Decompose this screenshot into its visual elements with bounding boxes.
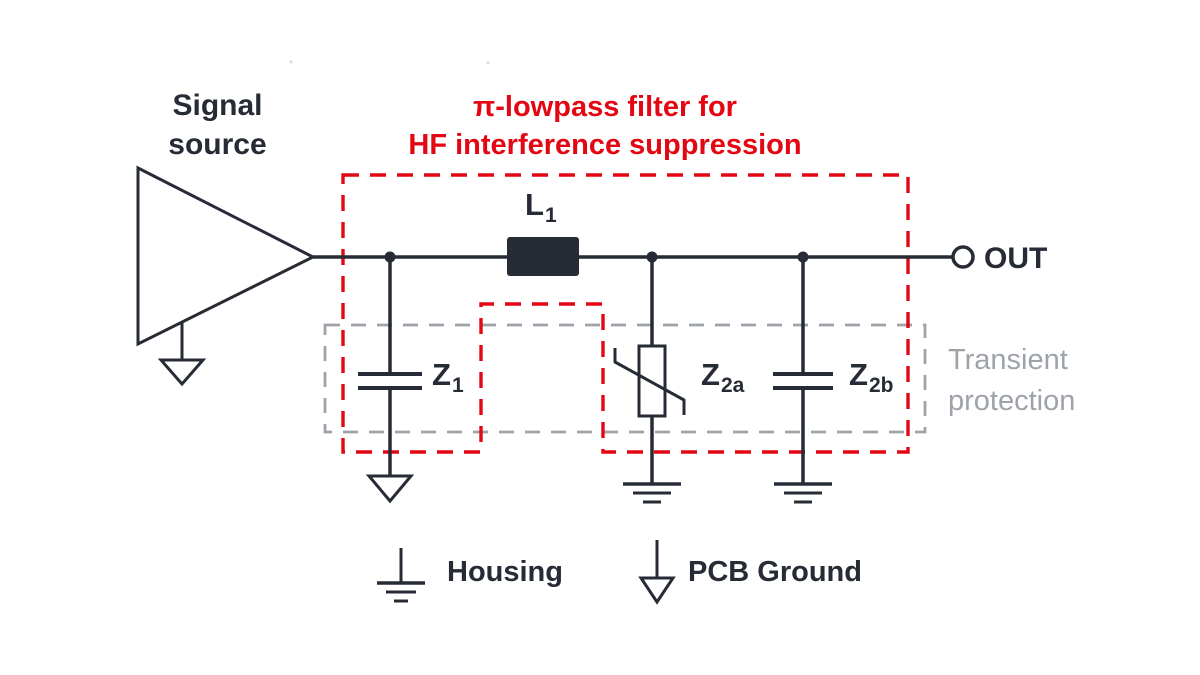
signal-source-label-line1: Signal xyxy=(172,89,263,122)
signal-source-symbol xyxy=(136,165,317,387)
label-l1-main: L xyxy=(525,187,544,222)
capacitor-z2b xyxy=(773,257,833,504)
transient-label-line1: Transient xyxy=(948,344,1068,376)
label-z1-main: Z xyxy=(432,357,451,392)
filter-title-line1: π-lowpass filter for xyxy=(473,91,737,123)
label-z2a-main: Z xyxy=(701,357,720,392)
label-z2b-main: Z xyxy=(849,357,868,392)
speck xyxy=(289,60,293,64)
label-z2b-sub: 2b xyxy=(868,374,894,397)
earth-ground-icon xyxy=(774,482,832,504)
label-z1: Z1 xyxy=(432,358,464,403)
earth-ground-icon xyxy=(623,482,681,504)
capacitor-z1 xyxy=(358,257,422,504)
out-label: OUT xyxy=(984,242,1048,275)
legend-housing-label: Housing xyxy=(447,556,563,588)
pcb-ground-icon xyxy=(365,474,415,504)
legend-pcb-ground-label: PCB Ground xyxy=(688,556,862,588)
signal-source-label: Signal source xyxy=(140,86,295,164)
inductor-l1-body xyxy=(507,237,579,276)
signal-source-label-line2: source xyxy=(168,128,267,161)
label-z2a: Z2a xyxy=(701,358,744,403)
label-z2a-sub: 2a xyxy=(720,374,745,397)
amplifier-triangle-icon xyxy=(136,165,317,347)
varistor-z2a xyxy=(613,257,686,504)
transient-label-line2: protection xyxy=(948,385,1076,417)
pcb-ground-icon xyxy=(638,576,676,605)
varistor-strike-line xyxy=(613,348,686,415)
transient-protection-label: Transient protection xyxy=(948,340,1075,422)
label-l1-sub: 1 xyxy=(544,204,557,227)
filter-title-line2: HF interference suppression xyxy=(408,129,802,161)
legend-housing-icon xyxy=(377,548,425,603)
legend-pcb-ground-icon xyxy=(638,540,676,605)
label-z1-sub: 1 xyxy=(451,374,464,397)
label-l1: L1 xyxy=(525,188,557,233)
filter-title: π-lowpass filter for HF interference sup… xyxy=(375,88,835,164)
pcb-ground-icon xyxy=(157,358,207,387)
speck xyxy=(486,61,490,65)
pi-filter-boundary xyxy=(341,173,910,454)
out-terminal-icon xyxy=(951,245,975,269)
transient-protection-boundary xyxy=(323,323,927,434)
label-z2b: Z2b xyxy=(849,358,893,403)
